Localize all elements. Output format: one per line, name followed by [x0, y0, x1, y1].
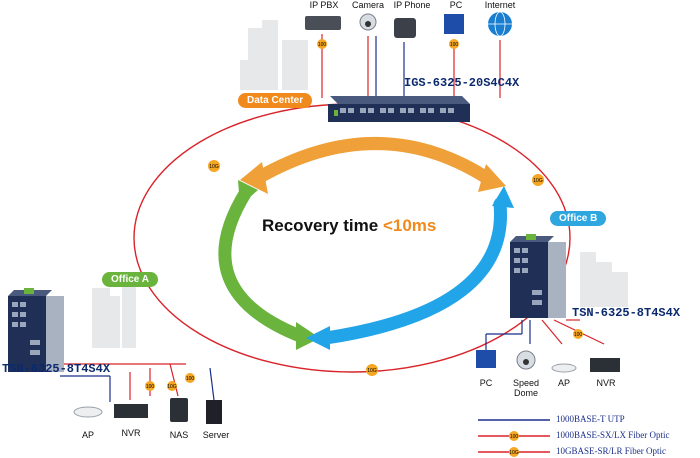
office-b-device-label-speed-dome: Speed Dome [512, 378, 540, 398]
badge-100-label: 100 [318, 42, 327, 48]
badge-10g-label: 10G [209, 164, 219, 170]
office-a-device-label-ap: AP [81, 430, 95, 440]
arrow-orange [251, 137, 497, 187]
badge-dc-pc: 100 [449, 39, 459, 49]
link-badges: 100 100 10G 10G 10G 100 10G 100 100 [145, 39, 583, 391]
office-b-device-label-nvr: NVR [596, 378, 616, 388]
office-b-device-label-ap: AP [557, 378, 571, 388]
dc-switch-name: IGS-6325-20S4C4X [404, 76, 520, 90]
office-a-switch-icon [8, 296, 46, 372]
arrow-green-head-top [238, 180, 258, 206]
dc-device-label-pc: PC [449, 0, 463, 10]
badge-10g-label: 10G [533, 178, 543, 184]
badge-100-label: 100 [186, 376, 195, 382]
office-b-ap-icon [551, 363, 577, 373]
badge-a-nas: 10G [167, 381, 177, 391]
badge-b-ap: 100 [573, 329, 583, 339]
office-a-server-icon [206, 400, 222, 424]
badge-ring-bottom: 10G [366, 364, 378, 376]
office-a-switch-name: TSN-6325-8T4S4X [2, 362, 111, 376]
office-a-nas-icon [170, 398, 188, 422]
arrow-green [218, 185, 307, 343]
badge-10g-label: 10G [509, 450, 519, 456]
dc-switch-top [330, 96, 470, 104]
office-b-nvr-icon [590, 358, 620, 372]
dc-device-label-ippbx: IP PBX [309, 0, 339, 10]
recovery-headline-text: Recovery time [262, 216, 383, 235]
badge-dc-ippbx: 100 [317, 39, 327, 49]
recovery-headline-accent: <10ms [382, 216, 437, 235]
office-a-ap-icon [73, 406, 103, 418]
badge-100-label: 100 [450, 42, 459, 48]
arrow-orange-head [478, 164, 506, 192]
badge-100-label: 100 [146, 384, 155, 390]
badge-a-uplink: 100 [185, 373, 195, 383]
recovery-headline: Recovery time <10ms [262, 216, 436, 236]
office-b-building-icon [580, 252, 628, 307]
legend-label-10g-fiber: 10GBASE-SR/LR Fiber Optic [556, 446, 667, 456]
badge-ring-right: 10G [532, 174, 544, 186]
badge-a-nvr: 100 [145, 381, 155, 391]
arrow-blue-head-bottom [306, 326, 330, 350]
arrow-green-head-bottom [296, 322, 320, 350]
legend-label-1g-fiber: 1000BASE-SX/LX Fiber Optic [556, 430, 670, 440]
legend-label-utp: 1000BASE-T UTP [556, 414, 625, 424]
office-a-building-icon [92, 278, 136, 348]
ip-phone-icon [394, 18, 416, 38]
ip-pbx-icon [305, 16, 341, 30]
badge-10g-label: 10G [367, 368, 377, 374]
dc-device-label-camera: Camera [351, 0, 385, 10]
dc-device-label-internet: Internet [484, 0, 516, 10]
office-b-switch-icon [510, 242, 548, 318]
office-b-switch-name: TSN-6325-8T4S4X [572, 306, 681, 320]
data-center-tag: Data Center [238, 93, 313, 108]
office-a-tag: Office A [102, 272, 158, 287]
datacenter-building-icon [240, 20, 308, 90]
office-a-device-label-nvr: NVR [121, 428, 141, 438]
badge-10g-label: 10G [167, 384, 177, 390]
badge-100-label: 100 [510, 434, 519, 440]
office-b-device-label-pc: PC [479, 378, 493, 388]
office-b-pc-icon [476, 350, 496, 368]
arrow-orange-tail-head [240, 162, 268, 194]
dc-device-label-ipphone: IP Phone [393, 0, 431, 10]
office-a-device-label-nas: NAS [169, 430, 189, 440]
badge-100-label: 100 [574, 332, 583, 338]
arrow-blue [319, 197, 507, 345]
office-a-nvr-icon [114, 404, 148, 418]
legend: 100 10G [478, 419, 550, 457]
pc-icon [444, 14, 464, 34]
office-a-device-label-server: Server [202, 430, 230, 440]
office-b-tag: Office B [550, 211, 607, 226]
arrow-blue-head-top [492, 186, 514, 208]
badge-ring-left: 10G [208, 160, 220, 172]
